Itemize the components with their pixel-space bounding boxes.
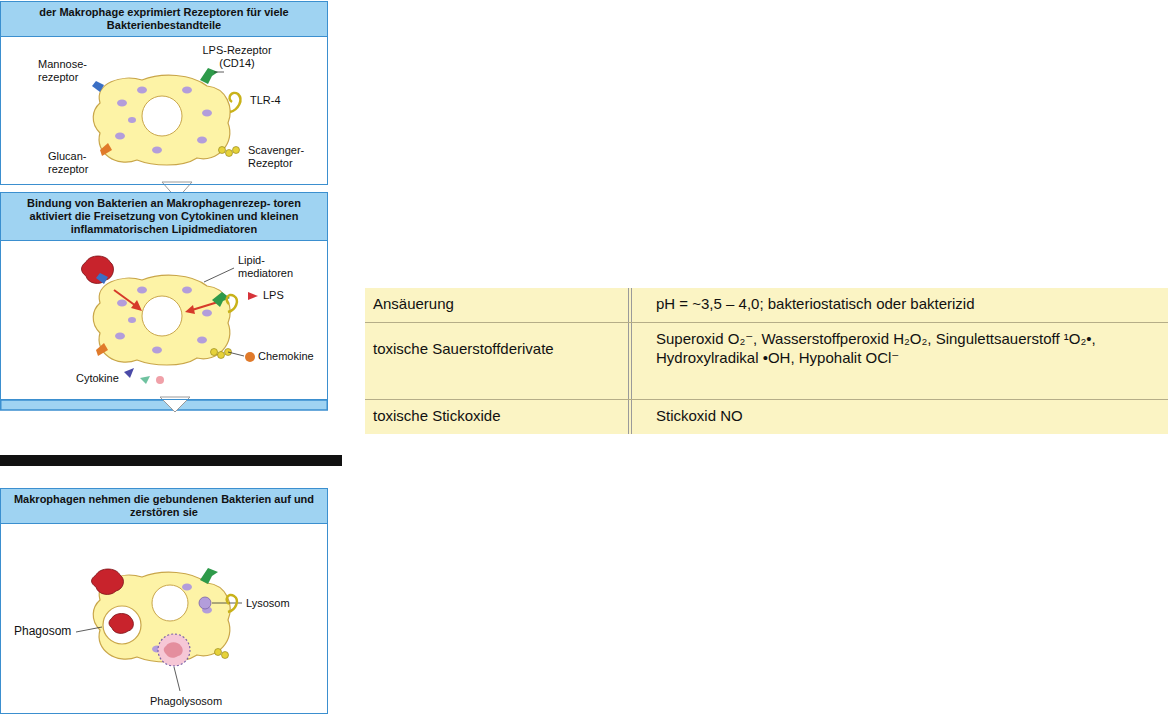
leader-line: [204, 268, 234, 282]
glucan-receptor: [100, 143, 112, 156]
part-label: Lipid- mediatoren: [238, 254, 304, 280]
table-row: toxische SauerstoffderivateSuperoxid O₂⁻…: [365, 322, 1168, 399]
table-cell: toxische Sauerstoffderivate: [365, 323, 628, 399]
mannose-receptor: [96, 273, 108, 284]
leader-line: [76, 627, 102, 632]
table-row: AnsäuerungpH = ~3,5 – 4,0; bakteriostati…: [365, 288, 1168, 322]
signal-arrow: [114, 290, 136, 306]
bacterium: [92, 569, 124, 594]
macrophage-cell: [93, 275, 230, 365]
bacterium: [82, 256, 114, 283]
signal-arrowhead: [185, 305, 195, 314]
table-cell: pH = ~3,5 – 4,0; bakteriostatisch oder b…: [628, 288, 1168, 322]
tlr4-receptor: [230, 93, 241, 112]
part-label: Scavenger- Rezeptor: [248, 144, 322, 170]
bacterium: [109, 614, 133, 634]
chemokine: [245, 352, 255, 362]
scavenger-receptor: [219, 147, 240, 157]
lps-receptor: [200, 568, 218, 584]
cytokine: [156, 376, 164, 384]
defense-table: AnsäuerungpH = ~3,5 – 4,0; bakteriostati…: [365, 288, 1168, 434]
scavenger-receptor: [215, 649, 229, 659]
glucan-receptor: [96, 343, 108, 356]
lps-receptor: [200, 68, 218, 84]
part-label: LPS: [263, 289, 284, 302]
part-label: Phagosom: [14, 624, 71, 638]
panel-heading: Bindung von Bakterien an Makrophagenreze…: [1, 193, 327, 241]
part-label: LPS-Rezeptor (CD14): [192, 44, 282, 70]
part-label: Chemokine: [258, 350, 314, 363]
leader-line: [174, 667, 180, 691]
macrophage-cell: [93, 75, 230, 165]
part-label: Glucan- rezeptor: [48, 150, 100, 176]
separator-bar: [0, 455, 342, 466]
scavenger-receptor: [211, 349, 232, 359]
lysosome: [199, 597, 211, 609]
signal-arrow: [192, 302, 218, 310]
phagosome: [103, 606, 141, 644]
phagolysosome: [158, 634, 190, 666]
part-label: Phagolysosom: [150, 695, 222, 708]
part-label: Lysosom: [246, 597, 290, 610]
part-label: TLR-4: [250, 94, 281, 107]
part-label: Mannose- rezeptor: [38, 58, 100, 84]
part-label: Cytokine: [76, 372, 119, 385]
panel-heading: Makrophagen nehmen die gebundenen Bakter…: [1, 489, 327, 524]
cytokine: [124, 368, 134, 378]
lps-molecule: [248, 292, 258, 300]
digested-bacterium: [164, 642, 183, 657]
table-row: toxische StickoxideStickoxid NO: [365, 399, 1168, 434]
table-cell: Superoxid O₂⁻, Wasserstoffperoxid H₂O₂, …: [628, 323, 1168, 399]
mannose-receptor: [92, 81, 104, 92]
release-line: [228, 352, 244, 356]
table-cell: toxische Stickoxide: [365, 400, 628, 434]
tlr4-receptor: [227, 295, 237, 312]
leader-line: [214, 72, 224, 73]
table-cell: Stickoxid NO: [628, 400, 1168, 434]
table-cell: Ansäuerung: [365, 288, 628, 322]
signal-arrowhead: [131, 300, 142, 311]
tlr4-receptor: [227, 595, 237, 612]
panel-heading: der Makrophage exprimiert Rezeptoren für…: [1, 2, 327, 37]
cytokine: [140, 376, 150, 384]
